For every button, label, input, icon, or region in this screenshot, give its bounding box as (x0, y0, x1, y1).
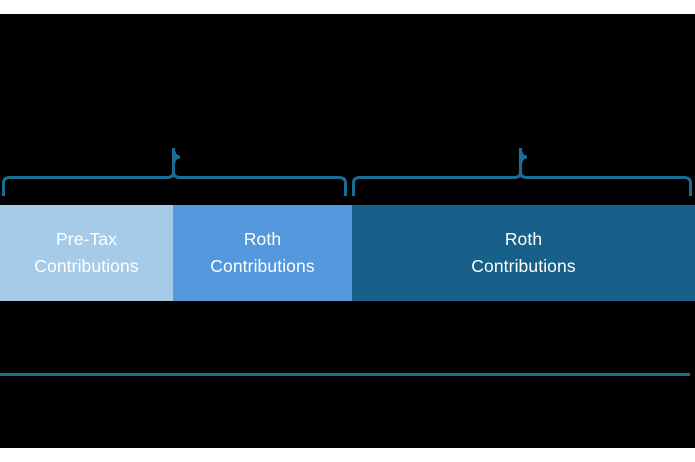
segment-label-line2: Contributions (471, 256, 576, 276)
contributions-bar: Pre-Tax Contributions Roth Contributions… (0, 205, 695, 301)
segment-pre-tax-contributions: Pre-Tax Contributions (0, 205, 173, 301)
segment-roth-contributions-right: Roth Contributions (352, 205, 695, 301)
baseline-rule (0, 373, 690, 376)
segment-label-line1: Pre-Tax (56, 229, 117, 249)
segment-label-line2: Contributions (210, 256, 315, 276)
segment-label-line2: Contributions (34, 256, 139, 276)
segment-roth-contributions: Roth Contributions (173, 205, 352, 301)
segment-label-line1: Roth (243, 229, 282, 249)
left-bracket (2, 145, 348, 197)
right-bracket (352, 145, 693, 197)
segment-label-line1: Roth (504, 229, 543, 249)
